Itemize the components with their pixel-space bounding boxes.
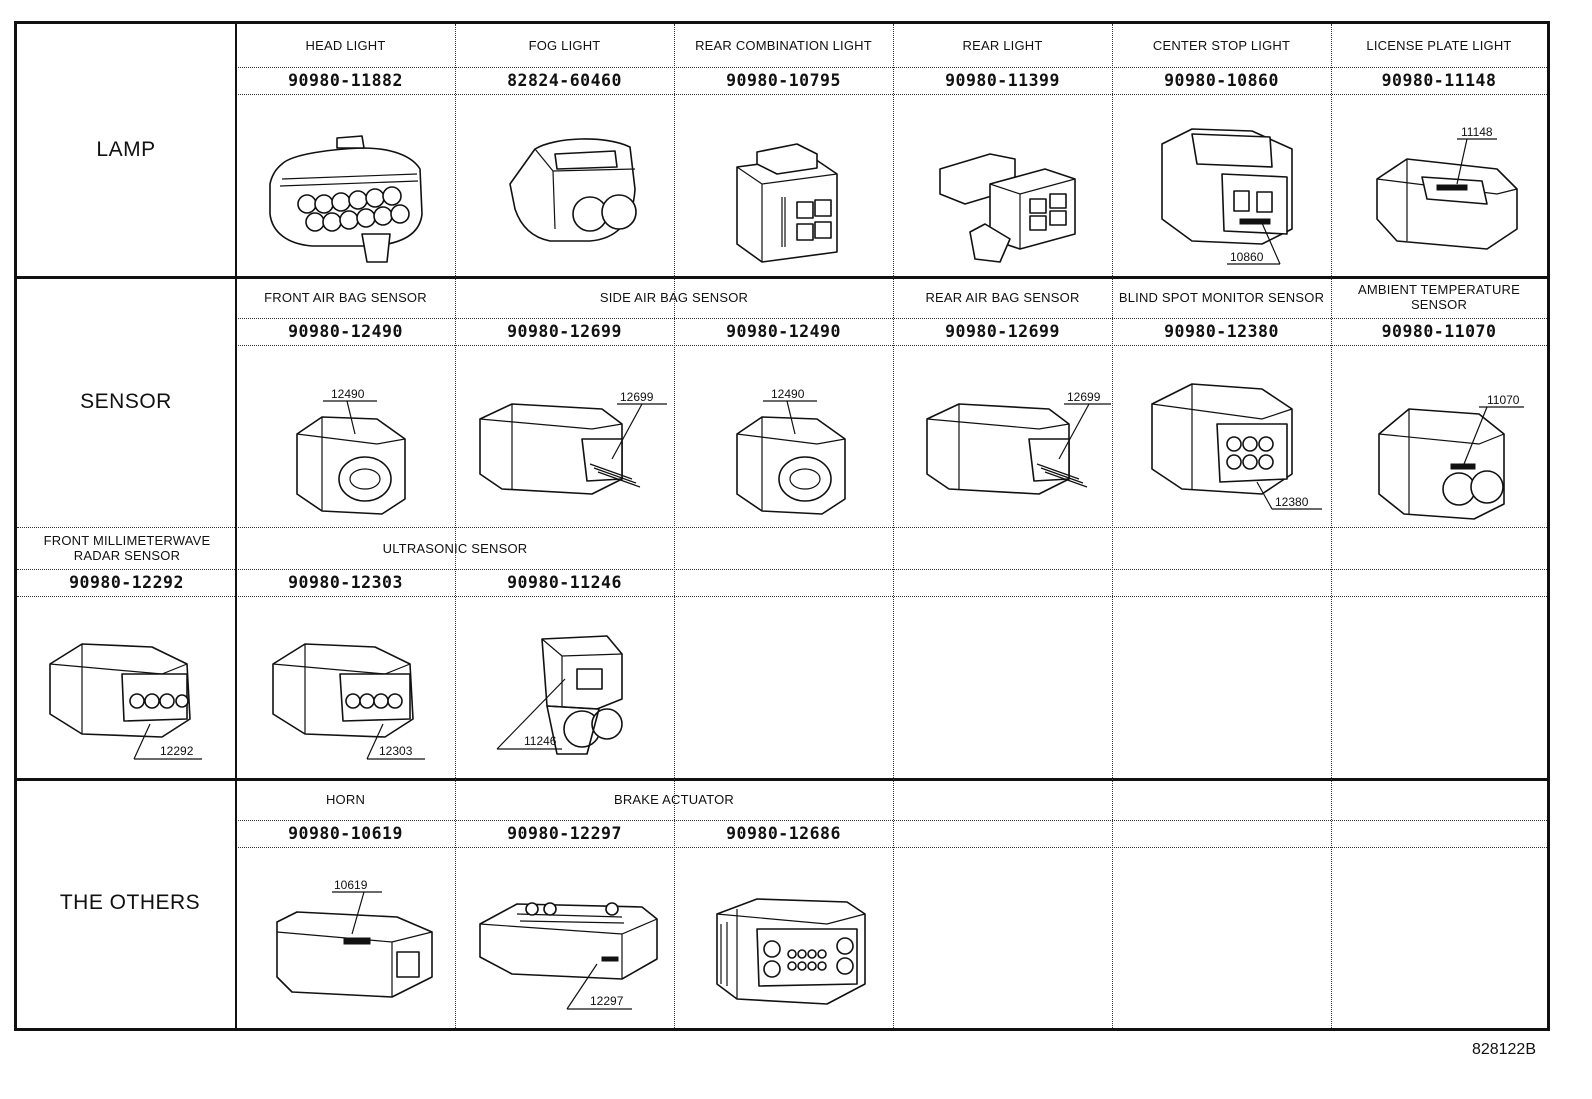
header-side-air-bag-sensor: SIDE AIR BAG SENSOR (599, 289, 749, 305)
part-number: 90980-12686 (726, 824, 841, 843)
header-rule (236, 318, 1547, 319)
header-center-stop-light: CENTER STOP LIGHT (1152, 38, 1291, 53)
license-plate-connector-drawing: 11148 (1367, 119, 1527, 259)
part-number: 90980-12699 (945, 322, 1060, 341)
side-air-bag-connector-drawing-2: 12490 (727, 359, 857, 519)
callout-label: 11070 (1487, 393, 1520, 407)
band-divider (17, 276, 1547, 279)
callout-label: 12699 (1067, 390, 1101, 404)
head-light-connector-drawing (252, 134, 442, 264)
callout-label: 12490 (331, 387, 365, 401)
part-number: 82824-60460 (507, 71, 622, 90)
header-rear-combination-light: REAR COMBINATION LIGHT (695, 38, 872, 53)
part-number: 90980-12297 (507, 824, 622, 843)
part-number: 90980-10795 (726, 71, 841, 90)
callout-label: 11148 (1461, 125, 1493, 139)
header-front-air-bag-sensor: FRONT AIR BAG SENSOR (264, 289, 427, 305)
rear-combination-connector-drawing (727, 132, 847, 267)
header-rule (236, 94, 1547, 95)
part-number: 90980-12380 (1164, 322, 1279, 341)
part-number: 90980-11246 (507, 573, 622, 592)
callout-label: 10619 (334, 878, 368, 892)
header-blind-spot-monitor-sensor: BLIND SPOT MONITOR SENSOR (1118, 289, 1325, 305)
fog-light-connector-drawing (495, 129, 645, 259)
side-air-bag-connector-drawing: 12699 (472, 369, 667, 519)
ultrasonic-connector-drawing-2: 11246 (487, 624, 647, 774)
header-horn: HORN (325, 791, 366, 807)
header-rule (236, 847, 1547, 848)
category-lamp: LAMP (96, 138, 156, 161)
front-radar-connector-drawing: 12292 (42, 619, 212, 769)
column-rule (235, 24, 237, 527)
part-number: 90980-11882 (288, 71, 403, 90)
category-the-others: THE OTHERS (59, 891, 201, 914)
header-license-plate-light: LICENSE PLATE LIGHT (1366, 38, 1512, 53)
column-rule (893, 24, 894, 1028)
ultrasonic-connector-drawing: 12303 (265, 619, 435, 769)
brake-actuator-connector-drawing: 12297 (472, 879, 662, 1019)
column-rule (455, 24, 456, 1028)
part-number: 90980-11148 (1381, 71, 1497, 90)
callout-label: 12303 (379, 744, 413, 758)
callout-label: 11246 (524, 734, 557, 748)
part-number: 90980-11070 (1381, 322, 1497, 341)
header-rule (236, 67, 1547, 68)
callout-label: 12380 (1275, 495, 1309, 509)
part-number: 90980-12303 (288, 573, 403, 592)
callout-label: 12297 (590, 994, 624, 1008)
header-rule (17, 596, 1547, 597)
part-number: 90980-12490 (288, 322, 403, 341)
brake-actuator-connector-drawing-2 (707, 884, 872, 1014)
column-rule (1112, 24, 1113, 1028)
column-rule (1331, 24, 1332, 1028)
connector-chart: LAMP HEAD LIGHT FOG LIGHT REAR COMBINATI… (14, 21, 1550, 1031)
header-brake-actuator: BRAKE ACTUATOR (613, 791, 735, 807)
category-sensor: SENSOR (80, 389, 172, 413)
horn-connector-drawing: 10619 (272, 872, 447, 1012)
callout-label: 12490 (771, 387, 805, 401)
callout-label: 12699 (620, 390, 654, 404)
callout-label: 10860 (1230, 250, 1264, 264)
header-ultrasonic-sensor: ULTRASONIC SENSOR (382, 540, 528, 556)
ambient-temperature-connector-drawing: 11070 (1369, 379, 1529, 524)
part-number: 90980-12490 (726, 322, 841, 341)
rear-air-bag-connector-drawing: 12699 (919, 369, 1111, 519)
part-number: 90980-10619 (288, 824, 403, 843)
rear-light-connector-drawing (935, 144, 1085, 264)
center-stop-connector-drawing: 10860 (1152, 119, 1312, 269)
band-divider (17, 778, 1547, 781)
header-ambient-temperature-sensor: AMBIENT TEMPERATURE SENSOR (1358, 282, 1520, 312)
header-rear-light: REAR LIGHT (962, 38, 1043, 53)
callout-label: 12292 (160, 744, 194, 758)
header-rule (236, 345, 1547, 346)
part-number: 90980-12292 (69, 573, 184, 592)
front-air-bag-connector-drawing: 12490 (287, 359, 417, 519)
header-rule (236, 820, 1547, 821)
reference-id: 828122B (1471, 1041, 1536, 1058)
part-number: 90980-12699 (507, 322, 622, 341)
part-number: 90980-10860 (1164, 71, 1279, 90)
blind-spot-connector-drawing: 12380 (1142, 364, 1322, 524)
column-rule (674, 24, 675, 1028)
header-rear-air-bag-sensor: REAR AIR BAG SENSOR (925, 289, 1080, 305)
column-rule (235, 527, 237, 1030)
band-divider (17, 527, 1547, 528)
header-rule (17, 569, 1547, 570)
header-head-light: HEAD LIGHT (305, 38, 386, 53)
header-front-millimeterwave-radar-sensor: FRONT MILLIMETERWAVE RADAR SENSOR (43, 533, 211, 563)
part-number: 90980-11399 (945, 71, 1060, 90)
header-fog-light: FOG LIGHT (528, 38, 601, 53)
